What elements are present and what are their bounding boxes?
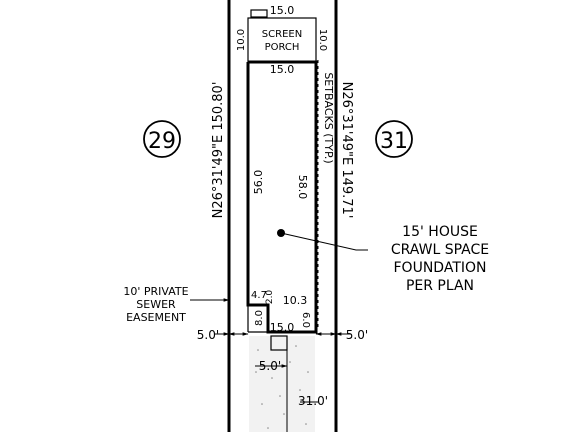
porch-step — [250, 9, 268, 18]
porch-right-dim: 10.0 — [317, 29, 328, 51]
driveway-stipple — [255, 345, 309, 429]
screen-porch-outline — [247, 17, 317, 63]
bearing-right: N26°31'49"E 149.71' — [339, 82, 354, 219]
lower-left-dim: 8.0 — [254, 310, 265, 326]
easement-line-1: 10' PRIVATE — [123, 285, 188, 298]
lot-circle-left — [143, 120, 181, 158]
porch-label-2: PORCH — [265, 42, 300, 53]
driveway-offset-text: 5.0' — [259, 359, 281, 373]
lower-right-dim: 6.0 — [300, 312, 311, 328]
house-bottom-dim: 15.0 — [270, 321, 295, 334]
house-top-dim: 15.0 — [270, 63, 295, 76]
note-line-3: FOUNDATION — [394, 260, 487, 276]
note-line-4: PER PLAN — [406, 278, 474, 294]
house-left-dim: 56.0 — [252, 170, 265, 195]
setbacks-label: SETBACKS (TYP.) — [322, 72, 335, 163]
note-line-1: 15' HOUSE — [402, 224, 478, 240]
porch-label-1: SCREEN — [262, 29, 302, 40]
note-line-2: CRAWL SPACE — [391, 242, 489, 258]
lot-number-left: 29 — [148, 129, 176, 154]
lot-circle-right — [375, 120, 413, 158]
lot-number-right: 31 — [380, 129, 408, 154]
driveway-length-text: 31.0' — [298, 394, 328, 408]
notch-height-dim: 2.0 — [265, 290, 275, 305]
left-setback-text: 5.0' — [197, 328, 219, 342]
notch-width-dim: 4.7 — [251, 290, 267, 301]
easement-line-3: EASEMENT — [126, 311, 186, 324]
bearing-left: N26°31'49"E 150.80' — [211, 82, 226, 219]
right-setback-text: 5.0' — [346, 328, 368, 342]
notch-step-dim: 10.3 — [283, 294, 308, 307]
porch-top-dim: 15.0 — [270, 4, 295, 17]
easement-line-2: SEWER — [136, 298, 176, 311]
porch-left-dim: 10.0 — [236, 29, 247, 51]
driveway-area — [249, 336, 315, 432]
house-right-dim: 58.0 — [296, 175, 309, 200]
note-leader — [280, 232, 368, 251]
